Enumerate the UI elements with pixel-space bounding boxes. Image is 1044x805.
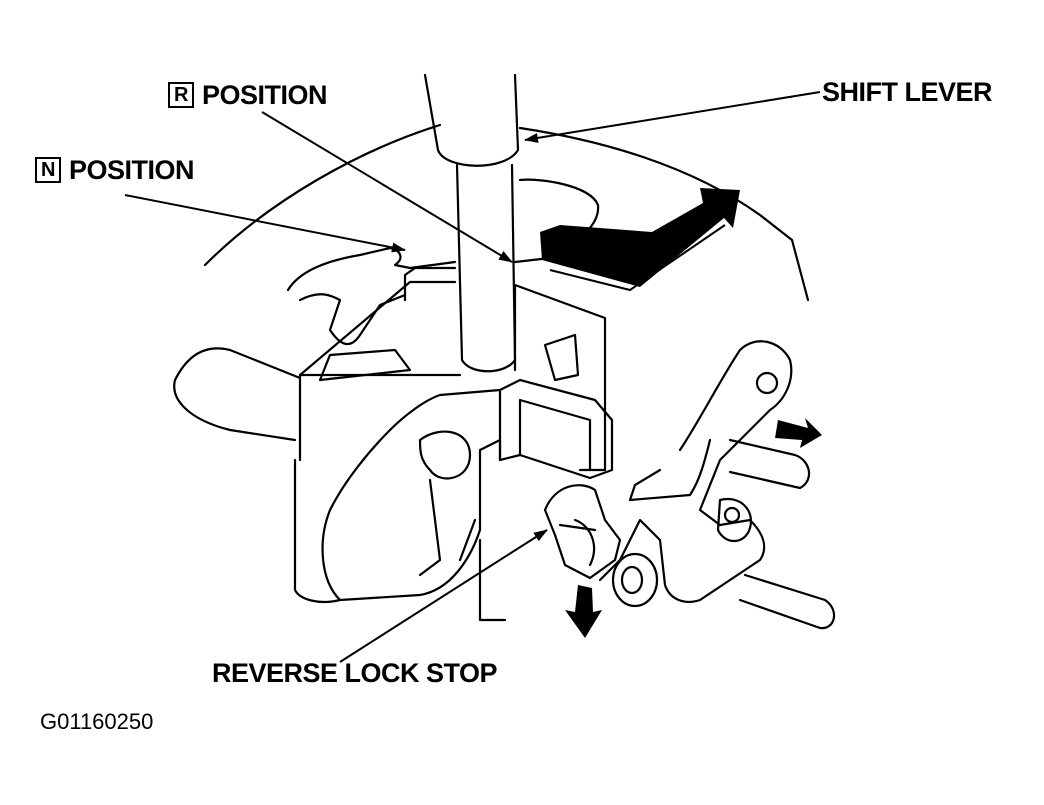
pin-motion-arrow [775, 418, 822, 448]
detent-block [298, 280, 607, 472]
shift-lever-upper [423, 73, 520, 167]
leader-reverse-lock-stop [339, 529, 548, 663]
pin-rod-lower [738, 573, 836, 630]
n-gear-letter: N [35, 157, 61, 183]
leader-r-position [261, 111, 513, 263]
reverse-lock-stop-part [543, 484, 622, 580]
r-gear-letter: R [168, 82, 194, 108]
shift-lever-shaft [455, 163, 517, 373]
reverse-lock-stop-label: REVERSE LOCK STOP [212, 658, 498, 688]
housing [293, 388, 502, 604]
leader-shift-lever [524, 91, 821, 143]
shift-direction-arrow [540, 188, 740, 287]
shift-lever-label: SHIFT LEVER [822, 77, 993, 107]
reverse-lock-arm [598, 340, 793, 603]
pin-rod-upper [728, 438, 811, 490]
leader-n-position [124, 194, 406, 253]
lock-block [498, 378, 614, 480]
stop-motion-arrow [565, 585, 602, 638]
figure-id: G01160250 [40, 709, 154, 734]
